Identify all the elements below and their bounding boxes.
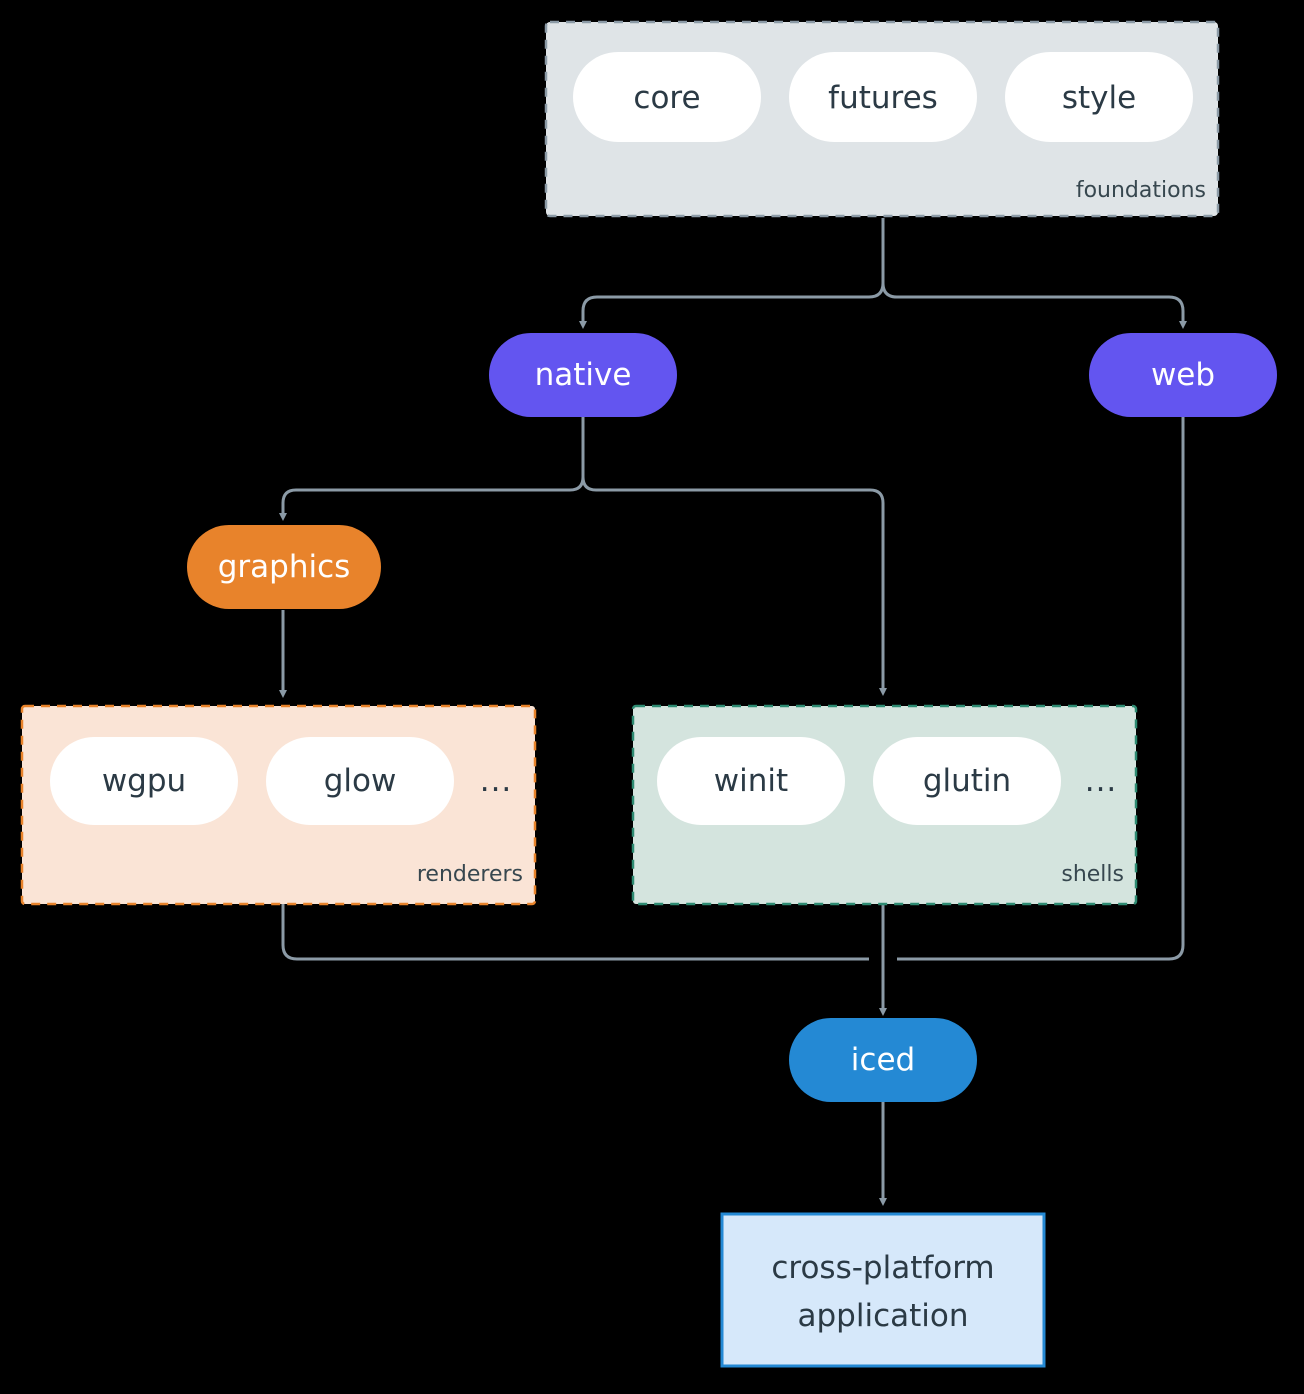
- node-native-shape: [489, 333, 677, 417]
- group-renderers[interactable]: wgpu glow ... renderers: [20, 704, 537, 906]
- node-web-label: web: [1151, 357, 1215, 393]
- group-foundations-label: foundations: [1076, 178, 1206, 203]
- pill-futures-label: futures: [828, 80, 938, 116]
- node-graphics-label: graphics: [218, 549, 351, 585]
- pill-glutin[interactable]: [873, 737, 1061, 825]
- edge-renderers-to-iced: [281, 904, 869, 961]
- node-graphics[interactable]: graphics: [187, 525, 381, 609]
- node-iced-shape: [789, 1018, 977, 1102]
- pill-glow-label: glow: [324, 763, 397, 799]
- group-foundations[interactable]: core futures style foundations: [544, 20, 1220, 218]
- node-cross-platform-application[interactable]: cross-platform application: [720, 1212, 1046, 1368]
- pill-core-label: core: [633, 80, 700, 116]
- node-native-label: native: [535, 357, 632, 393]
- edge-foundations-to-web: [881, 282, 1187, 329]
- shells-overflow-ellipsis: ...: [1085, 763, 1118, 799]
- pill-core[interactable]: [573, 52, 761, 142]
- renderers-overflow-ellipsis: ...: [480, 763, 513, 799]
- pill-style-label: style: [1062, 80, 1136, 116]
- pill-winit-label: winit: [714, 763, 788, 799]
- application-box-frame: [720, 1212, 1046, 1368]
- pill-wgpu-label: wgpu: [102, 763, 186, 799]
- group-renderers-label: renderers: [417, 862, 523, 887]
- application-box-line-2: application: [798, 1298, 969, 1334]
- application-box-line-1: cross-platform: [771, 1250, 994, 1286]
- pill-futures[interactable]: [789, 52, 977, 142]
- group-shells-label: shells: [1061, 862, 1124, 887]
- node-web-shape: [1089, 333, 1277, 417]
- edge-native-to-graphics: [279, 476, 585, 521]
- pill-winit[interactable]: [657, 737, 845, 825]
- pill-style[interactable]: [1005, 52, 1193, 142]
- pill-glutin-label: glutin: [923, 763, 1011, 799]
- node-native[interactable]: native: [489, 333, 677, 417]
- node-graphics-shape: [187, 525, 381, 609]
- pill-glow[interactable]: [266, 737, 454, 825]
- node-iced[interactable]: iced: [789, 1018, 977, 1102]
- group-shells[interactable]: winit glutin ... shells: [631, 704, 1138, 906]
- edge-layer: [279, 218, 1187, 1206]
- node-iced-label: iced: [851, 1042, 915, 1078]
- edge-web-to-iced: [897, 417, 1185, 961]
- pill-wgpu[interactable]: [50, 737, 238, 825]
- edge-foundations-to-native: [579, 282, 885, 329]
- node-web[interactable]: web: [1089, 333, 1277, 417]
- edge-native-to-shells: [581, 476, 887, 696]
